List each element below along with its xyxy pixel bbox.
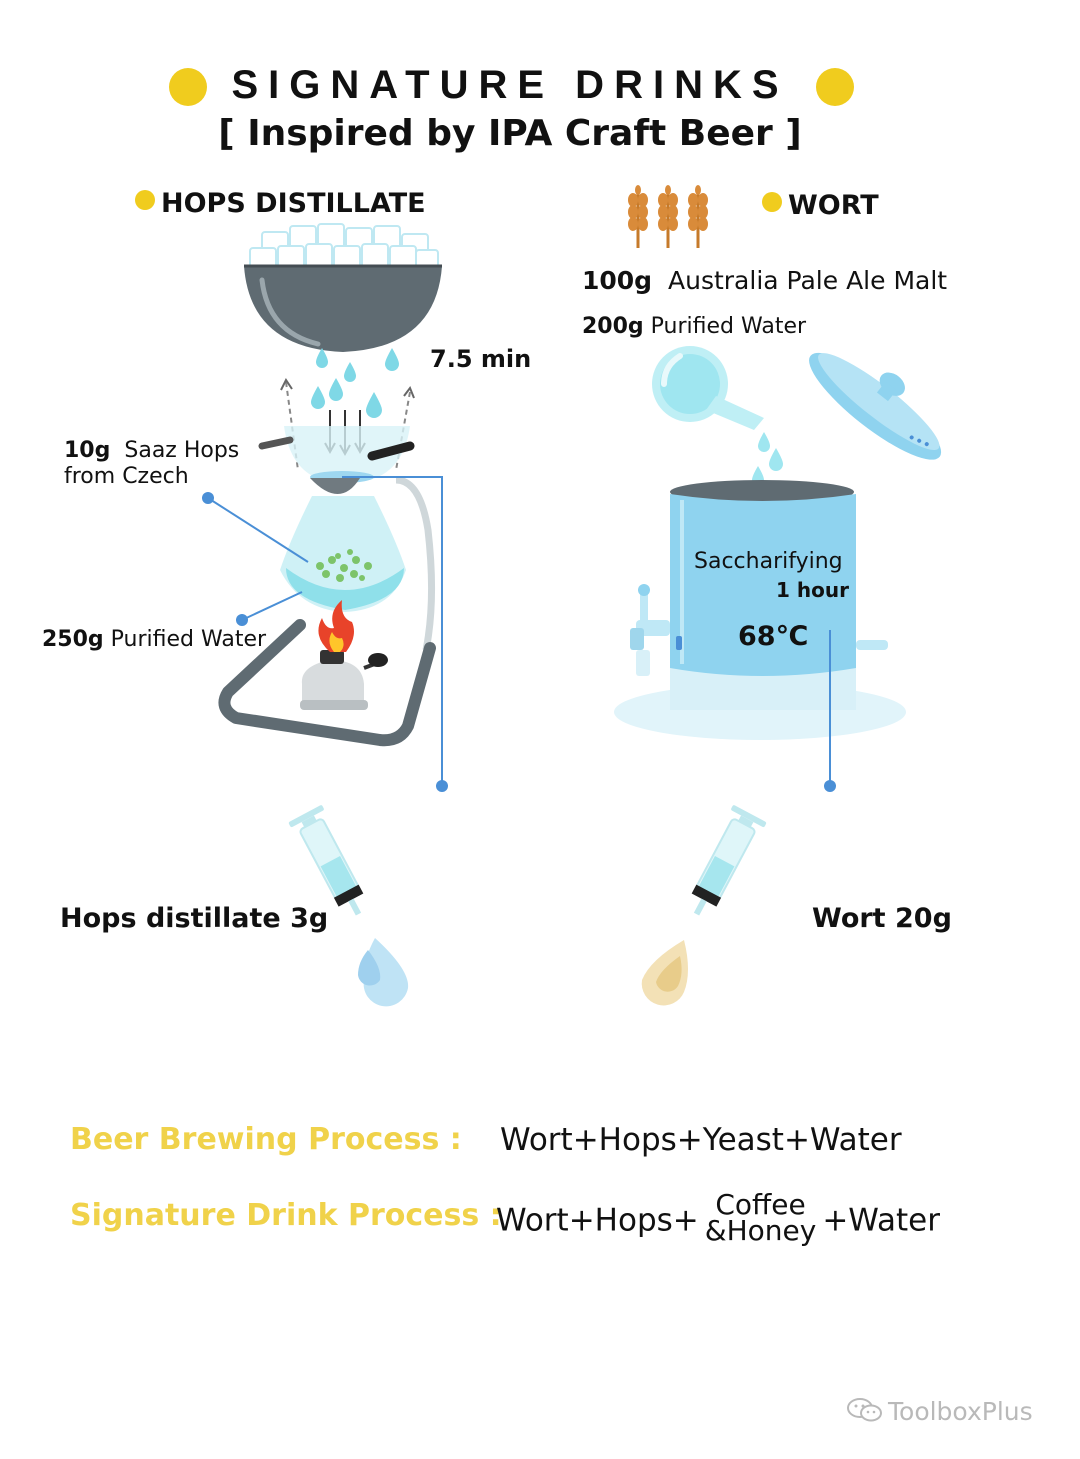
hops-qty: 10g bbox=[64, 438, 111, 463]
hops-heading-text: HOPS DISTILLATE bbox=[161, 188, 426, 219]
kettle-lid-icon bbox=[809, 352, 942, 460]
drink-process-label: Signature Drink Process : bbox=[70, 1198, 502, 1233]
syringe-icon-right bbox=[691, 805, 767, 916]
wort-process: Saccharifying bbox=[694, 549, 843, 574]
hops-origin: from Czech bbox=[64, 464, 189, 489]
title-dot-left bbox=[169, 68, 207, 106]
ice-bowl-icon bbox=[244, 223, 442, 352]
water-drops bbox=[311, 348, 399, 418]
drink-stack-top: Coffee bbox=[715, 1188, 806, 1221]
title-row: SIGNATURE DRINKS bbox=[0, 58, 1080, 118]
pour-drops bbox=[752, 432, 783, 486]
hops-water: 250g Purified Water bbox=[42, 627, 266, 653]
wheat-icon bbox=[628, 185, 708, 248]
wort-temperature: 68℃ bbox=[738, 621, 809, 652]
hops-ingredient: 10g Saaz Hops bbox=[64, 438, 239, 464]
drink-formula-end: +Water bbox=[822, 1202, 940, 1239]
page-subtitle: [ Inspired by IPA Craft Beer ] bbox=[218, 113, 802, 154]
wort-dose: Wort 20g bbox=[812, 903, 952, 934]
pot-icon bbox=[614, 480, 906, 740]
flame-icon bbox=[318, 600, 354, 652]
syringe-icon bbox=[288, 805, 364, 916]
hops-name: Saaz Hops bbox=[124, 438, 240, 463]
wort-water-qty: 200g bbox=[582, 314, 644, 339]
wort-duration: 1 hour bbox=[776, 578, 849, 602]
hops-time: 7.5 min bbox=[430, 345, 532, 373]
beer-process-label: Beer Brewing Process : bbox=[70, 1122, 462, 1157]
wort-heading: WORT bbox=[762, 188, 879, 224]
drink-formula-stack: Coffee&Honey bbox=[704, 1188, 817, 1247]
wechat-icon bbox=[847, 1398, 882, 1422]
hops-heading: HOPS DISTILLATE bbox=[135, 186, 426, 222]
watermark: ToolboxPlus bbox=[846, 1396, 1033, 1426]
syphon-icon bbox=[218, 378, 436, 747]
drink-formula-start: Wort+Hops+ bbox=[496, 1202, 699, 1239]
page-title: SIGNATURE DRINKS bbox=[231, 63, 789, 107]
wort-malt: 100g Australia Pale Ale Malt bbox=[582, 268, 947, 294]
hops-water-qty: 250g bbox=[42, 627, 104, 652]
beer-process-row: Beer Brewing Process : Wort+Hops+Yeast+W… bbox=[70, 1120, 1030, 1180]
hops-drop bbox=[363, 938, 409, 1007]
beer-process-formula: Wort+Hops+Yeast+Water bbox=[500, 1122, 902, 1158]
wort-water-label: Purified Water bbox=[650, 314, 807, 339]
hops-water-label: Purified Water bbox=[110, 627, 267, 652]
hops-callouts bbox=[207, 476, 443, 784]
pitcher-icon bbox=[652, 346, 764, 430]
drink-process-row: Signature Drink Process : Wort+Hops+Coff… bbox=[70, 1191, 1030, 1256]
hops-dose: Hops distillate 3g bbox=[60, 903, 329, 934]
wort-water: 200g Purified Water bbox=[582, 314, 806, 340]
wort-malt-name: Australia Pale Ale Malt bbox=[668, 266, 948, 295]
hops-heading-dot bbox=[135, 190, 155, 210]
wort-heading-text: WORT bbox=[788, 190, 879, 221]
drink-stack-bottom: &Honey bbox=[704, 1214, 817, 1247]
wort-heading-dot bbox=[762, 192, 782, 212]
wort-malt-qty: 100g bbox=[582, 266, 653, 295]
watermark-text: ToolboxPlus bbox=[888, 1397, 1033, 1426]
drink-process-formula: Wort+Hops+Coffee&Honey+Water bbox=[496, 1191, 940, 1248]
title-dot-right bbox=[816, 68, 854, 106]
